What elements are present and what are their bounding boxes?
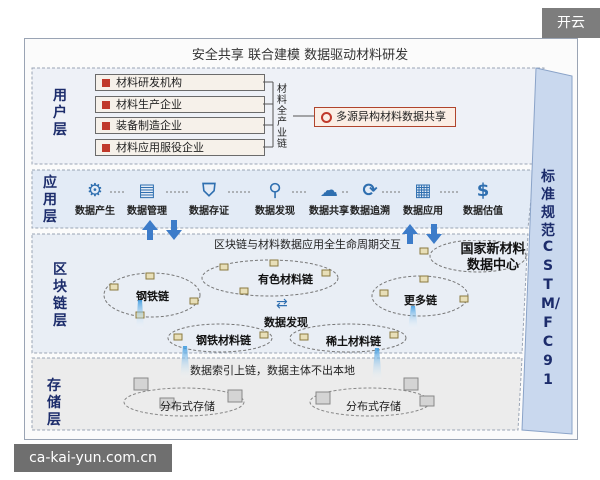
app-item-label: 数据追溯 bbox=[350, 206, 390, 217]
app-item-generate: ⚙ 数据产生 bbox=[72, 180, 118, 217]
layer-label-chain: 区块链层 bbox=[53, 262, 67, 329]
layer-label-storage: 存储层 bbox=[47, 378, 61, 428]
arrow-pair-left bbox=[142, 220, 182, 240]
arrow-pair-right bbox=[402, 224, 442, 244]
org-connector-lines bbox=[263, 81, 314, 148]
org-box-production: 材料生产企业 bbox=[95, 96, 265, 113]
org-label: 材料研发机构 bbox=[116, 76, 182, 89]
diagram-title: 安全共享 联合建模 数据驱动材料研发 bbox=[191, 48, 409, 63]
magnifier-icon: ⚲ bbox=[268, 180, 282, 201]
discovery-label: 数据发现 bbox=[264, 316, 308, 329]
app-item-discover: ⚲ 数据发现 bbox=[252, 180, 298, 217]
chain-label-more: 更多链 bbox=[404, 294, 437, 307]
app-item-value: $ 数据估值 bbox=[460, 180, 506, 217]
gear-icon: ⚙ bbox=[86, 180, 104, 201]
org-box-rd: 材料研发机构 bbox=[95, 74, 265, 91]
interaction-label: 区块链与材料数据应用全生命周期交互 bbox=[214, 238, 401, 251]
industry-chain-label: 材料全产业链 bbox=[277, 84, 287, 150]
chain-label-nonferrous: 有色材料链 bbox=[258, 273, 313, 286]
chain-network bbox=[103, 240, 527, 353]
watermark-top: 开云 bbox=[542, 8, 600, 38]
app-item-label: 数据管理 bbox=[127, 206, 167, 217]
layer-label-user: 用户层 bbox=[53, 88, 67, 138]
app-item-label: 数据产生 bbox=[75, 206, 115, 217]
bullet-icon bbox=[102, 144, 110, 152]
org-label: 材料生产企业 bbox=[116, 98, 182, 111]
standard-label: 标准规范 bbox=[541, 169, 555, 239]
app-item-share: ☁ 数据共享 bbox=[306, 180, 352, 217]
app-item-label: 数据发现 bbox=[255, 206, 295, 217]
app-flow-arrows bbox=[110, 191, 460, 193]
shield-check-icon: ⛉ bbox=[202, 180, 216, 201]
bullet-icon bbox=[102, 101, 110, 109]
storage-label-left: 分布式存储 bbox=[160, 400, 215, 413]
data-share-box: 多源异构材料数据共享 bbox=[314, 107, 456, 127]
org-box-equipment: 装备制造企业 bbox=[95, 117, 265, 134]
chain-label-steel-material: 钢铁材料链 bbox=[196, 334, 251, 347]
app-item-trace: ⟳ 数据追溯 bbox=[347, 180, 393, 217]
money-bag-icon: $ bbox=[476, 180, 490, 201]
national-data-center: 国家新材料数据中心 bbox=[460, 242, 526, 273]
app-item-apply: ▦ 数据应用 bbox=[400, 180, 446, 217]
app-item-notarize: ⛉ 数据存证 bbox=[186, 180, 232, 217]
storage-clusters bbox=[123, 377, 435, 417]
app-item-label: 数据估值 bbox=[463, 206, 503, 217]
chain-label-rare-earth: 稀土材料链 bbox=[326, 335, 381, 348]
layer-planes bbox=[31, 67, 573, 435]
org-label: 装备制造企业 bbox=[116, 119, 182, 132]
uplink-beams bbox=[136, 300, 418, 382]
cstm-label: CSTM/FC91 bbox=[541, 239, 561, 388]
target-icon bbox=[321, 111, 332, 123]
refresh-icon: ⇄ bbox=[276, 296, 288, 312]
org-label: 材料应用服役企业 bbox=[116, 141, 204, 154]
storage-label-right: 分布式存储 bbox=[346, 400, 401, 413]
bullet-icon bbox=[102, 79, 110, 87]
app-item-label: 数据应用 bbox=[403, 206, 443, 217]
clipboard-icon: ▤ bbox=[138, 180, 156, 201]
chain-label-steel: 钢铁链 bbox=[136, 290, 169, 303]
share-label: 多源异构材料数据共享 bbox=[336, 110, 446, 123]
grid-icon: ▦ bbox=[414, 180, 432, 201]
storage-note: 数据索引上链，数据主体不出本地 bbox=[190, 364, 355, 377]
app-item-label: 数据共享 bbox=[309, 206, 349, 217]
app-item-label: 数据存证 bbox=[189, 206, 229, 217]
cloud-share-icon: ☁ bbox=[320, 180, 338, 201]
watermark-bottom: ca-kai-yun.com.cn bbox=[14, 444, 172, 472]
cycle-icon: ⟳ bbox=[362, 180, 378, 201]
bullet-icon bbox=[102, 122, 110, 130]
org-box-application: 材料应用服役企业 bbox=[95, 139, 265, 156]
app-item-manage: ▤ 数据管理 bbox=[124, 180, 170, 217]
layer-label-app: 应用层 bbox=[43, 175, 57, 225]
